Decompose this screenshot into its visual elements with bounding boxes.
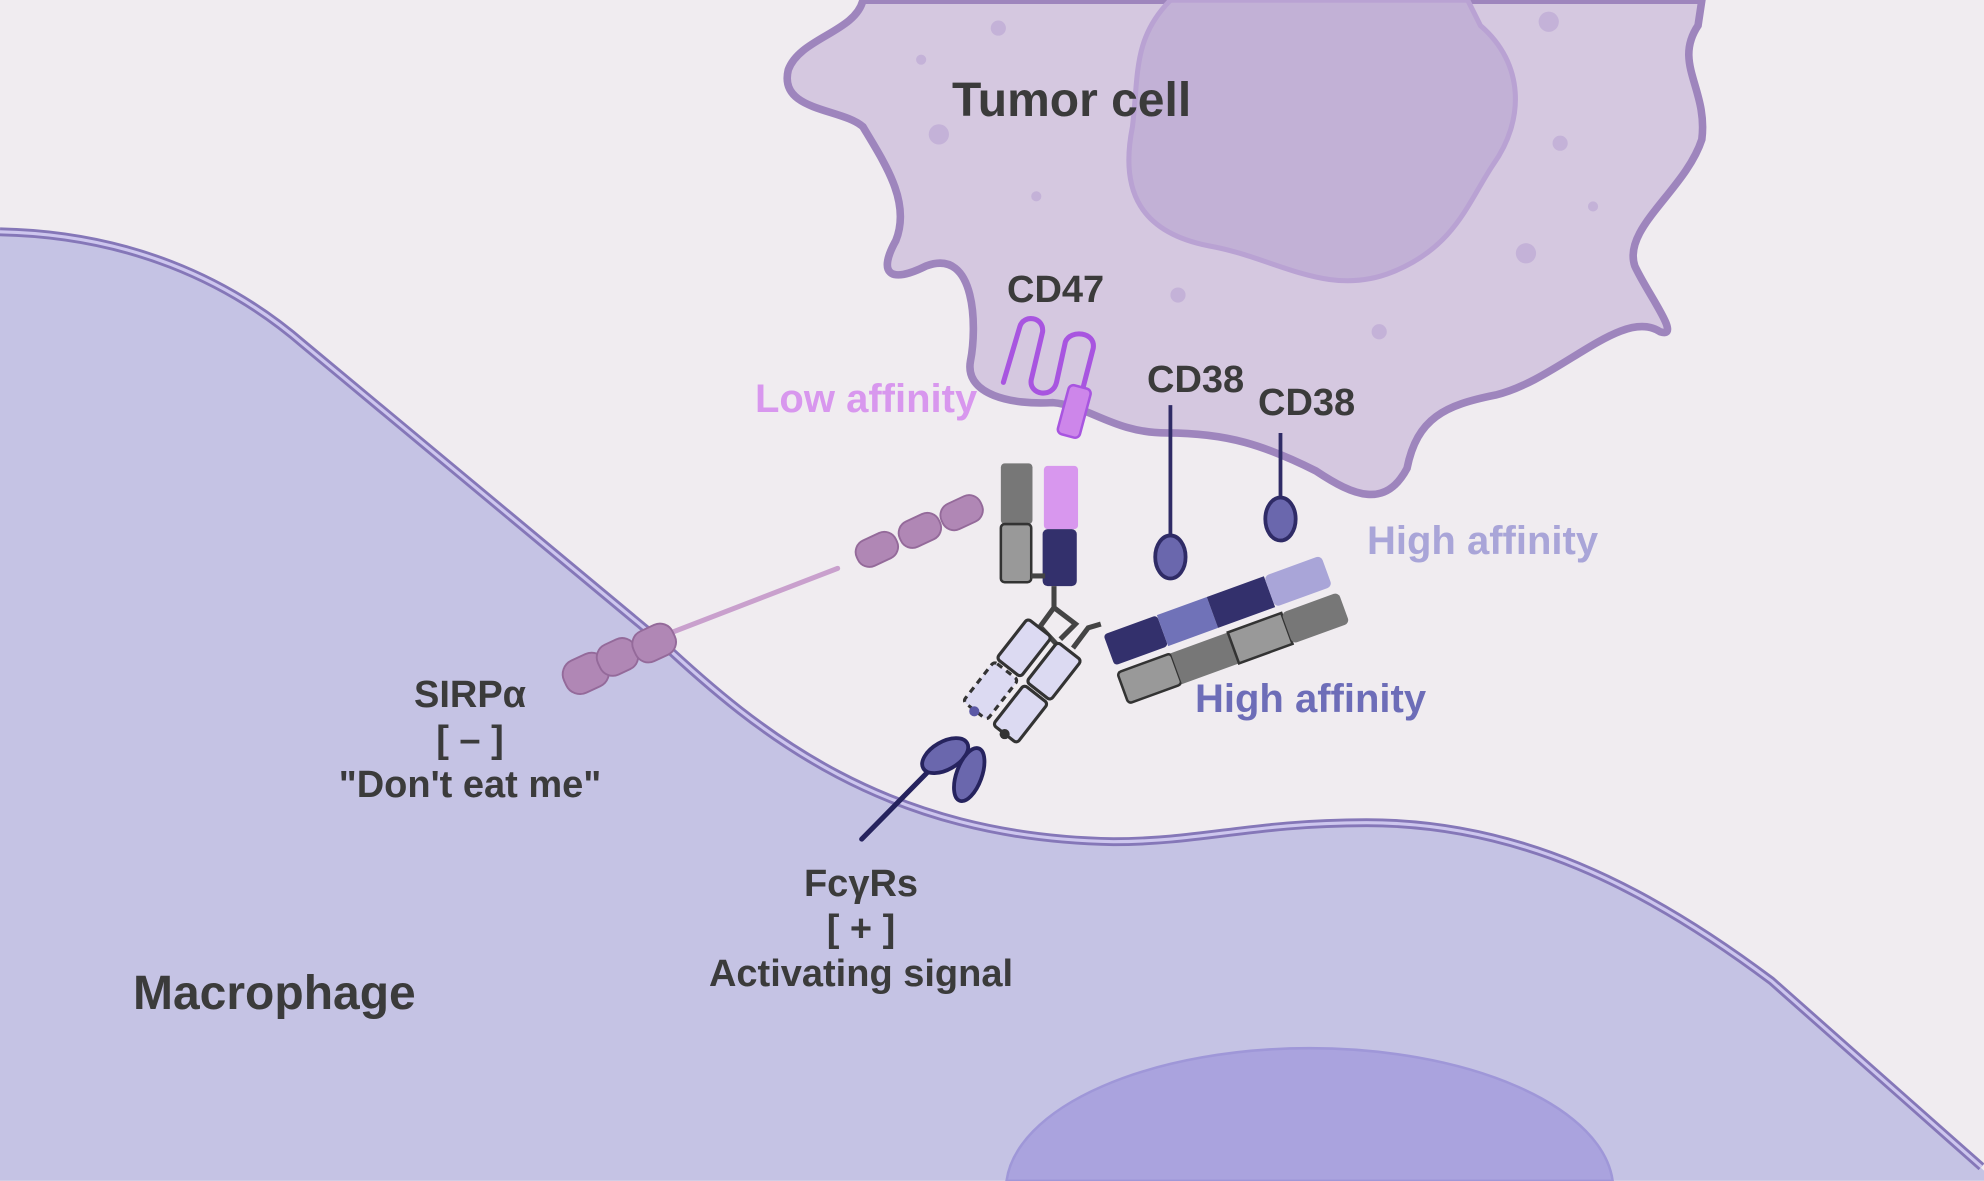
fcyr-receptor — [859, 736, 987, 842]
sirpa-name: SIRPα — [413, 674, 527, 716]
sirpa-label: SIRPα [ – ] "Don't eat me" — [330, 673, 610, 807]
cd38-receptor — [1153, 405, 1298, 581]
antibody — [962, 463, 1349, 744]
sirpa-sign: [ – ] — [436, 718, 504, 761]
high-affinity-label-bottom: High affinity — [1195, 677, 1427, 721]
cd38-label: CD38 — [1258, 382, 1356, 424]
fcyrs-name: FcγRs — [803, 863, 919, 905]
fcyrs-sign: [ + ] — [826, 907, 896, 950]
tumor-nucleus — [1126, 0, 1518, 284]
macrophage-label: Macrophage — [133, 967, 416, 1020]
tumor-granules — [916, 11, 1599, 340]
fcyrs-label: FcγRs [ + ] Activating signal — [681, 862, 1041, 996]
high-affinity-label-top: High affinity — [1367, 519, 1599, 563]
cd47-label: CD47 — [1007, 269, 1105, 311]
macrophage-membrane-inner — [0, 230, 1983, 1169]
cd38-label: CD38 — [1147, 359, 1245, 401]
fcyrs-description: Activating signal — [708, 952, 1014, 995]
low-affinity-label: Low affinity — [755, 377, 978, 421]
tumor-cell-label: Tumor cell — [952, 74, 1192, 127]
macrophage-nucleus — [1005, 1046, 1614, 1181]
sirpa-receptor — [561, 494, 984, 696]
sirpa-description: "Don't eat me" — [338, 763, 602, 806]
macrophage-cell — [0, 231, 1984, 1181]
cd47-receptor — [1000, 316, 1096, 439]
